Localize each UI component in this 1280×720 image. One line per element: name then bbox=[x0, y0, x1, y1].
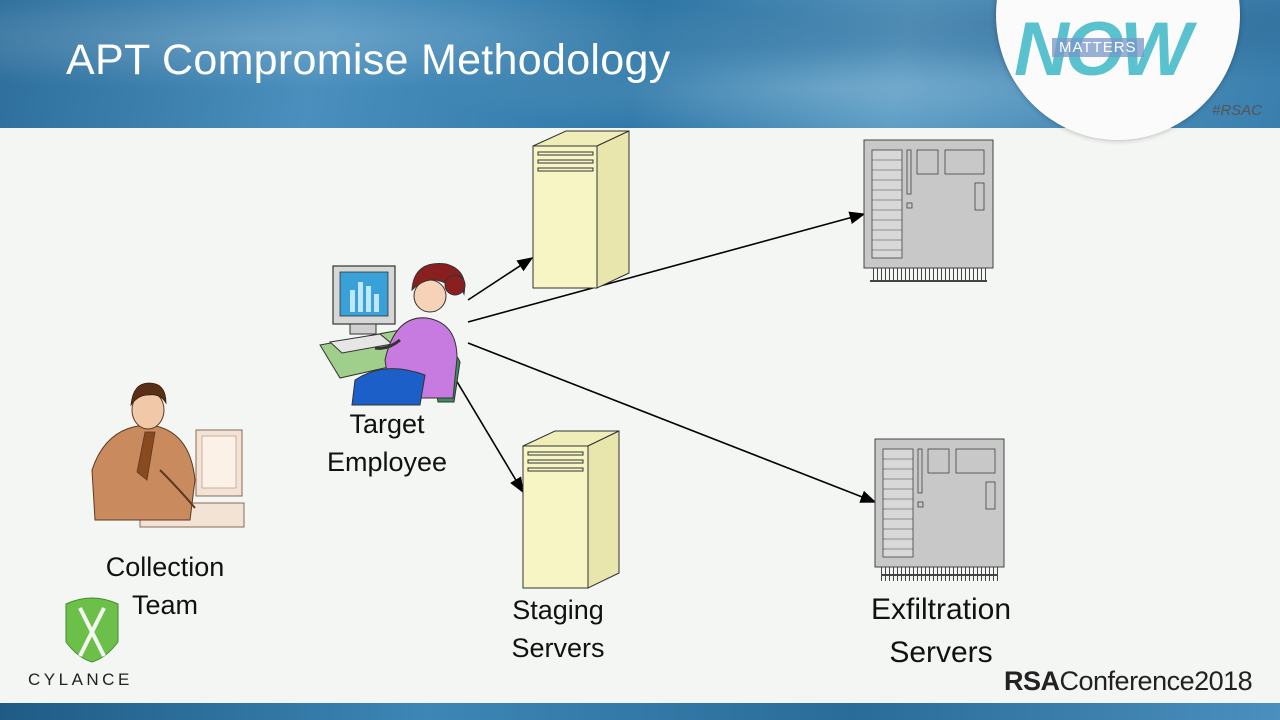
rsa-logo-rest: Conference2018 bbox=[1060, 666, 1253, 696]
rsa-conference-logo: RSAConference2018 bbox=[1004, 666, 1252, 697]
collection-team-icon bbox=[92, 383, 244, 527]
footer-strip bbox=[0, 703, 1280, 720]
staging-servers-line2: Servers bbox=[496, 629, 620, 667]
rsa-logo-bold: RSA bbox=[1004, 666, 1060, 696]
collection-team-line2: Team bbox=[92, 586, 238, 624]
staging-server-top-icon bbox=[533, 131, 629, 288]
target-employee-icon bbox=[320, 264, 465, 405]
flow-arrows bbox=[456, 214, 875, 502]
arrow-to-top-exfil bbox=[468, 214, 864, 322]
exfiltration-server-top-icon bbox=[864, 140, 993, 282]
target-employee-line2: Employee bbox=[318, 443, 456, 481]
staging-servers-line1: Staging bbox=[496, 591, 620, 629]
collection-team-label: Collection Team bbox=[92, 548, 238, 624]
exfiltration-servers-line1: Exfiltration bbox=[852, 588, 1030, 631]
arrow-to-bottom-staging bbox=[456, 380, 523, 492]
staging-servers-label: Staging Servers bbox=[496, 591, 620, 667]
staging-server-bottom-icon bbox=[523, 431, 619, 588]
cylance-wordmark: CYLANCE bbox=[28, 670, 133, 690]
target-employee-line1: Target bbox=[318, 405, 456, 443]
target-employee-label: Target Employee bbox=[318, 405, 456, 481]
exfiltration-servers-label: Exfiltration Servers bbox=[852, 588, 1030, 674]
exfiltration-server-bottom-icon bbox=[875, 439, 1004, 581]
collection-team-line1: Collection bbox=[92, 548, 238, 586]
arrow-to-top-staging bbox=[468, 258, 532, 300]
